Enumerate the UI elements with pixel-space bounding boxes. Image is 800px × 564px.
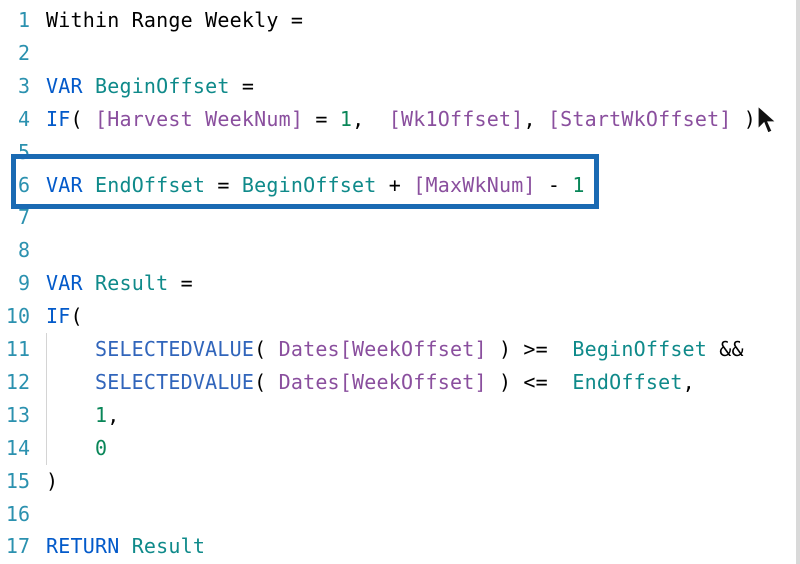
code-token: EndOffset	[94, 172, 206, 197]
highlight-box	[11, 154, 599, 209]
line-number: 9	[17, 271, 30, 296]
code-token: -	[535, 172, 573, 197]
code-token: 0	[94, 435, 108, 460]
code-token: [Harvest WeekNum]	[94, 106, 304, 131]
code-text: Within Range Weekly =	[46, 4, 303, 36]
code-token: [MaxWkNum]	[413, 172, 536, 197]
code-text: VAR EndOffset = BeginOffset + [MaxWkNum]…	[46, 169, 585, 201]
code-text: IF( [Harvest WeekNum] = 1, [Wk1Offset], …	[46, 103, 756, 135]
code-token: ) >=	[486, 337, 573, 361]
code-token: )	[46, 468, 59, 493]
code-line[interactable]: 8	[0, 234, 800, 266]
code-text: SELECTEDVALUE( Dates[WeekOffset] ) >= Be…	[46, 333, 744, 365]
code-token: =	[303, 106, 340, 131]
code-token: (	[70, 106, 95, 131]
code-token: ,	[107, 402, 120, 427]
code-token: =	[229, 73, 255, 98]
indent-guide	[46, 333, 47, 465]
code-token: RETURN	[46, 534, 132, 559]
code-token: Result	[131, 534, 206, 559]
line-number: 12	[5, 369, 30, 394]
line-number: 14	[5, 435, 30, 460]
code-text: VAR BeginOffset =	[46, 70, 254, 102]
code-line[interactable]: 12 SELECTEDVALUE( Dates[WeekOffset] ) <=…	[0, 366, 800, 398]
code-text: RETURN Result	[46, 530, 205, 562]
code-token: 1	[339, 106, 353, 131]
line-number: 11	[5, 337, 30, 361]
code-text: )	[46, 465, 58, 497]
code-token	[46, 403, 95, 427]
code-token: &&	[707, 337, 744, 361]
code-token: [StartWkOffset]	[547, 106, 732, 131]
code-token: VAR	[46, 73, 95, 98]
code-token: IF	[46, 304, 71, 329]
code-text: SELECTEDVALUE( Dates[WeekOffset] ) <= En…	[46, 366, 695, 398]
code-token: ) <=	[486, 369, 573, 394]
line-number: 7	[17, 205, 30, 230]
code-token: BeginOffset	[241, 172, 377, 197]
code-line[interactable]: 14 0	[0, 432, 800, 464]
code-line[interactable]: 16	[0, 498, 800, 530]
code-token: BeginOffset	[572, 337, 708, 361]
code-line[interactable]: 7	[0, 201, 800, 233]
line-number: 6	[17, 172, 30, 197]
line-number: 4	[17, 106, 30, 131]
code-line[interactable]: 3 VAR BeginOffset =	[0, 70, 800, 102]
code-token: ,	[682, 369, 695, 394]
line-number: 17	[5, 534, 30, 559]
code-token: (	[254, 369, 279, 394]
code-token: Dates[WeekOffset]	[278, 337, 487, 361]
code-token: VAR	[46, 172, 95, 197]
code-token: Result	[94, 271, 169, 296]
code-token: [Wk1Offset]	[388, 106, 524, 131]
code-text: 0	[46, 432, 107, 464]
code-text: VAR Result =	[46, 267, 193, 299]
code-token: SELECTEDVALUE	[46, 369, 255, 394]
code-token: =	[205, 172, 242, 197]
code-line[interactable]: 11 SELECTEDVALUE( Dates[WeekOffset] ) >=…	[0, 333, 800, 365]
code-token: ,	[523, 106, 548, 131]
code-line[interactable]: 4 IF( [Harvest WeekNum] = 1, [Wk1Offset],…	[0, 103, 800, 135]
code-line[interactable]: 15)	[0, 465, 800, 497]
code-token: =	[168, 271, 193, 296]
code-line[interactable]: 10 IF(	[0, 300, 800, 332]
code-token: ,	[352, 106, 389, 131]
code-token: (	[70, 304, 83, 329]
code-token: VAR	[46, 271, 95, 296]
code-text: 1,	[46, 399, 119, 431]
code-token: +	[376, 172, 414, 197]
line-number: 13	[5, 402, 30, 427]
code-line[interactable]: 2	[0, 37, 800, 69]
line-number: 1	[17, 8, 30, 32]
code-token: Dates[WeekOffset]	[278, 369, 487, 394]
code-line[interactable]: 13 1,	[0, 399, 800, 431]
code-token: SELECTEDVALUE	[46, 337, 255, 361]
code-line[interactable]: 1 Within Range Weekly =	[0, 4, 800, 36]
code-token: )	[731, 106, 757, 131]
code-token: Within Range Weekly =	[46, 8, 304, 32]
code-token	[46, 436, 95, 460]
code-token: 1	[572, 172, 585, 197]
line-number: 2	[17, 40, 30, 65]
code-line[interactable]: 9 VAR Result =	[0, 267, 800, 299]
code-token: EndOffset	[572, 369, 683, 394]
line-number: 8	[17, 238, 30, 263]
code-line[interactable]: 6 VAR EndOffset = BeginOffset + [MaxWkNum…	[0, 169, 800, 201]
line-number: 10	[5, 304, 30, 329]
code-token: 1	[94, 402, 108, 427]
code-line[interactable]: 17 RETURN Result	[0, 530, 800, 562]
code-token: (	[254, 337, 279, 361]
code-token: IF	[46, 106, 71, 131]
line-number: 15	[5, 468, 30, 493]
mouse-pointer-icon	[757, 105, 778, 134]
code-token: BeginOffset	[94, 73, 230, 98]
code-text: IF(	[46, 300, 83, 332]
window-edge	[796, 0, 800, 564]
line-number: 3	[17, 73, 30, 98]
line-number: 16	[5, 501, 30, 526]
